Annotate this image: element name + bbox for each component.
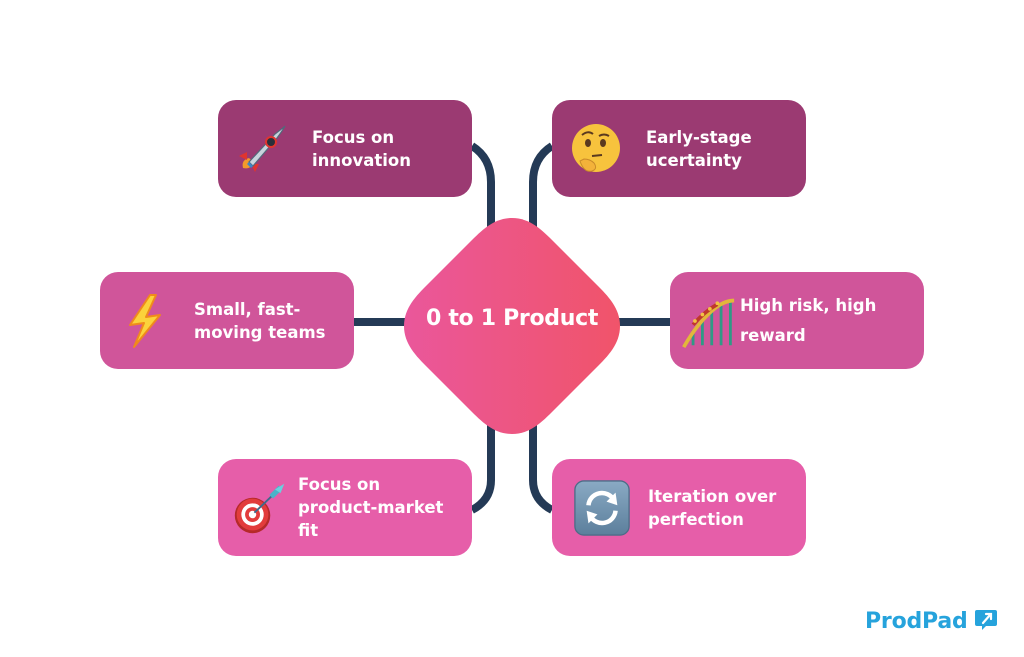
node-label: Small, fast- <box>194 299 301 319</box>
logo-text: ProdPad <box>865 608 968 634</box>
thinking-face-icon <box>568 121 624 177</box>
node-label: ucertainty <box>646 150 742 170</box>
node-label: Iteration over <box>648 486 777 506</box>
node-label: High risk, high <box>740 295 877 315</box>
dart-target-icon <box>232 480 288 536</box>
center-label: 0 to 1 Product <box>425 306 599 331</box>
node-focus-on-product-market-fit: Focus on product-market fit <box>218 459 472 556</box>
node-high-risk-high-reward: High risk, high reward <box>670 272 924 369</box>
node-label: reward <box>740 325 806 345</box>
node-label: perfection <box>648 509 744 529</box>
node-label: Early-stage <box>646 127 752 147</box>
prodpad-logo[interactable]: ProdPad <box>865 608 998 634</box>
rocket-icon <box>234 121 290 177</box>
lightning-bolt-icon <box>116 293 172 349</box>
roller-coaster-icon <box>680 293 736 349</box>
node-focus-on-innovation: Focus on innovation <box>218 100 472 197</box>
center-diamond <box>402 216 622 436</box>
prodpad-logo-icon <box>974 608 998 634</box>
node-label: innovation <box>312 150 411 170</box>
node-iteration-over-perfection: Iteration over perfection <box>552 459 806 556</box>
node-early-stage-uncertainty: Early-stage ucertainty <box>552 100 806 197</box>
node-small-fast-moving-teams: Small, fast- moving teams <box>100 272 354 369</box>
node-label: Focus on <box>312 127 395 147</box>
node-label: Focus on <box>298 475 381 494</box>
node-label: moving teams <box>194 322 326 342</box>
node-label: product-market <box>298 498 444 517</box>
node-label: fit <box>298 521 319 540</box>
refresh-arrows-icon <box>574 479 630 536</box>
